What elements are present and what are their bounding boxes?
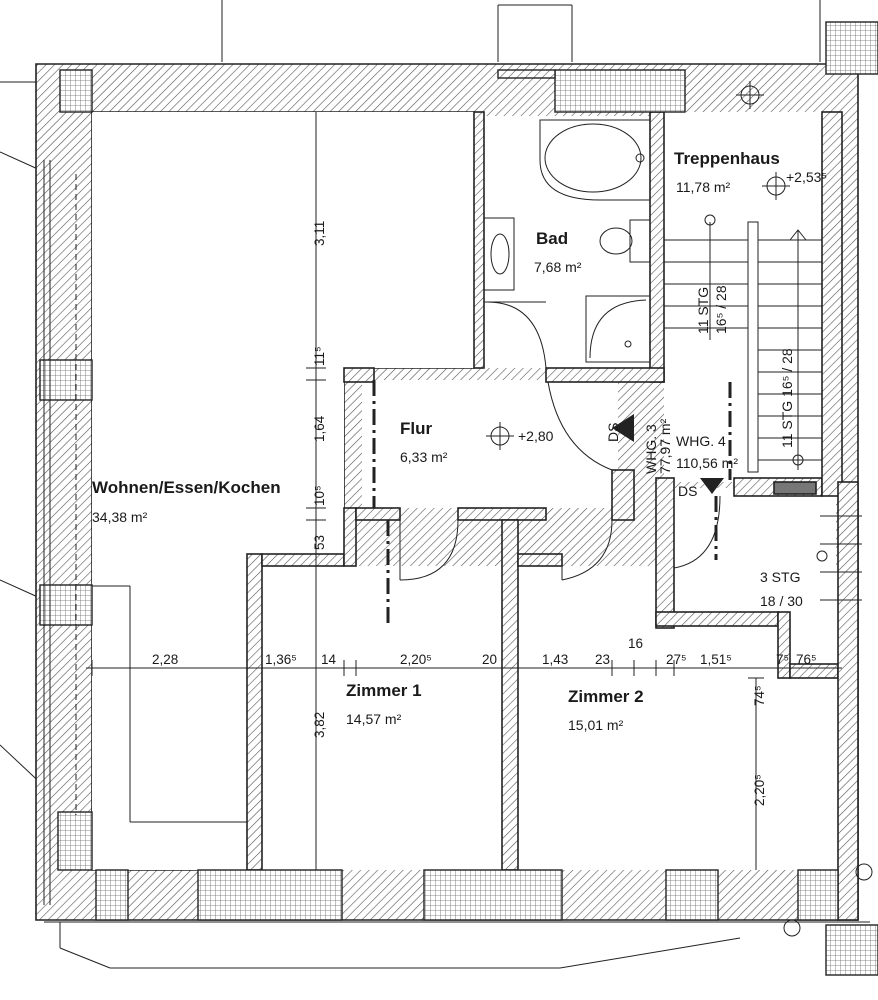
ds-label-upper: DS [605,423,621,442]
room-name-bad: Bad [536,229,568,248]
room-name-wohnen: Wohnen/Essen/Kochen [92,478,281,497]
stairs [664,120,862,601]
windows [39,21,878,976]
level-flur: +2,80 [518,428,554,444]
unit-label-whg4: WHG. 4 [676,433,726,449]
stair-treads [664,239,862,601]
room-area-treppenhaus: 11,78 m² [676,179,731,195]
ds-markers [612,414,724,494]
level-markers [486,81,873,937]
room-area-flur: 6,33 m² [400,449,448,465]
unit-area-whg4: 110,56 m² [676,455,738,471]
room-area-bad: 7,68 m² [534,259,582,275]
room-name-treppenhaus: Treppenhaus [674,149,780,168]
dim-v-382: 3,82 [312,712,327,738]
surrounding-lines [0,0,870,969]
dim-v-115: 11⁵ [312,346,327,366]
dim-h-23: 23 [595,652,610,667]
dim-v-164: 1,64 [312,415,327,442]
stair-flight-a: 11 STG [695,287,711,334]
zone-lines [75,174,732,823]
room-name-zimmer1: Zimmer 1 [346,681,422,700]
doors [399,301,721,581]
room-area-zimmer2: 15,01 m² [568,717,624,733]
dim-v-53: 53 [312,535,327,550]
bathroom-fixtures [483,119,651,363]
dim-h-14: 14 [321,652,337,667]
unit-area-whg3: 77,97 m² [657,418,673,474]
level-treppenhaus: +2,53⁵ [786,169,827,185]
dim-h-228: 2,28 [152,652,178,667]
dim-h-143: 1,43 [542,652,568,667]
dim-h-275: 27⁵ [666,652,687,667]
room-area-zimmer1: 14,57 m² [346,711,402,727]
stair-flight-c-ratio: 18 / 30 [760,593,803,609]
interior-walls [246,111,859,921]
dimension-lines [86,112,842,870]
room-area-wohnen: 34,38 m² [92,509,148,525]
dim-h-2205: 2,20⁵ [400,652,432,667]
dim-h-1365: 1,36⁵ [265,652,297,667]
unit-label-whg3: WHG. 3 [643,424,659,474]
room-name-zimmer2: Zimmer 2 [568,687,644,706]
room-name-flur: Flur [400,419,432,438]
dim-v-311: 3,11 [312,221,327,246]
ds-label-lower: DS [678,483,697,499]
dim-h-1515: 1,51⁵ [700,652,732,667]
dim-v-2205: 2,20⁵ [752,774,767,806]
dim-h-20: 20 [482,652,497,667]
dim-h-765: 76⁵ [796,652,817,667]
dim-v-745: 74⁵ [752,685,767,706]
dim-h-16: 16 [628,636,643,651]
dim-v-105: 10⁵ [312,485,327,506]
stair-flight-a-ratio: 16⁵ / 28 [713,285,729,334]
stair-flight-c: 3 STG [760,569,800,585]
stair-flight-b: 11 STG 16⁵ / 28 [779,348,795,448]
dim-h-75: 7⁵ [776,652,789,667]
